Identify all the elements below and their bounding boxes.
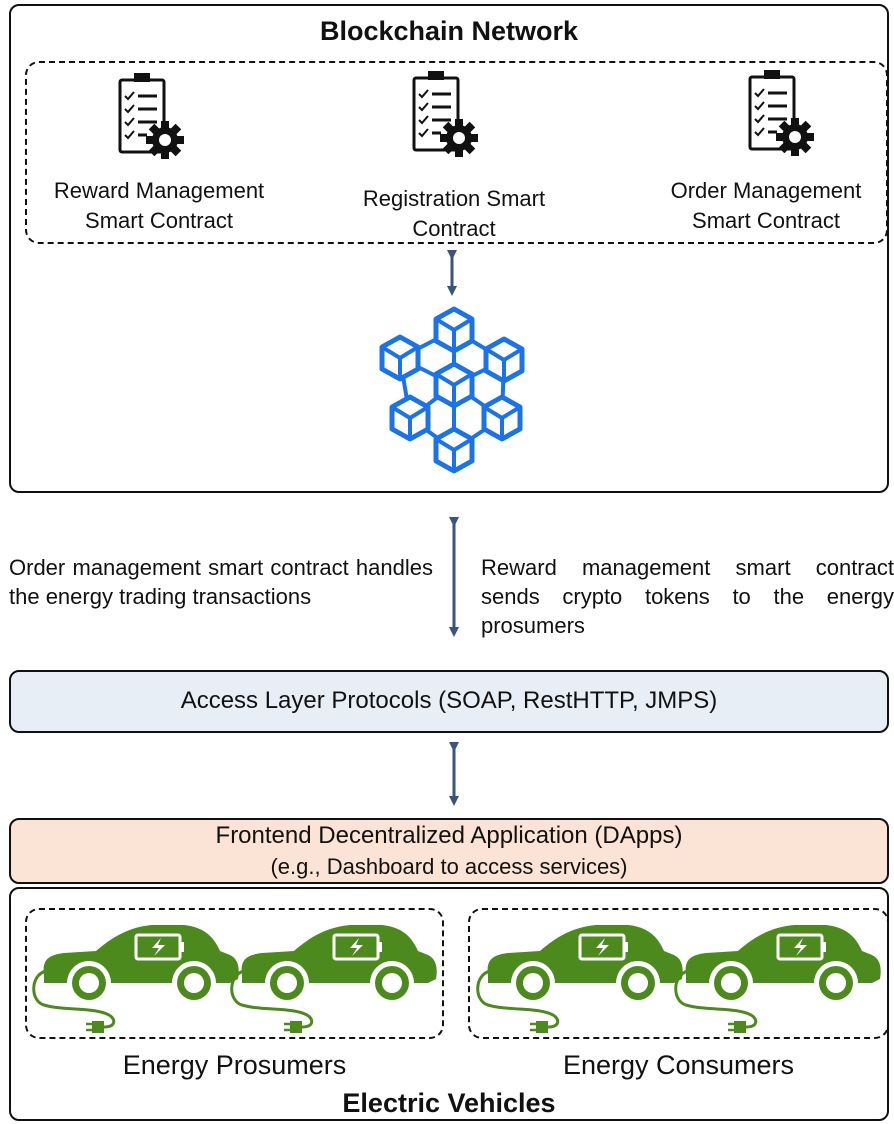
double-arrow: [447, 250, 457, 296]
energy-prosumers-group: [25, 908, 444, 1039]
access-layer-box: [9, 670, 889, 733]
reward-management-contract-label: Reward Management Smart Contract: [53, 178, 265, 233]
order-management-note: Order management smart contract handles …: [9, 555, 433, 609]
blockchain-network-title: Blockchain Network: [319, 16, 579, 46]
order-management-contract-label: Order Management Smart Contract: [670, 178, 862, 233]
registration-contract-label: Registration Smart Contract: [362, 186, 546, 241]
frontend-dapps-box: [9, 818, 889, 884]
blockchain-network-panel: [9, 4, 889, 493]
checklist-gear-icon: [118, 71, 186, 161]
frontend-dapps-subtitle: (e.g., Dashboard to access services): [270, 854, 628, 879]
electric-car-charging-icon: [32, 923, 241, 1035]
frontend-dapps-title: Frontend Decentralized Application (DApp…: [215, 822, 683, 849]
energy-prosumers-label: Energy Prosumers: [122, 1050, 347, 1080]
blockchain-cubes-icon: [370, 300, 540, 480]
energy-consumers-label: Energy Consumers: [562, 1050, 795, 1080]
double-arrow: [449, 742, 459, 806]
checklist-gear-icon: [412, 69, 480, 159]
reward-management-note: Reward management smart contract sends c…: [481, 555, 894, 638]
checklist-gear-icon: [748, 68, 816, 158]
electric-car-charging-icon: [674, 923, 883, 1035]
electric-car-charging-icon: [476, 923, 685, 1035]
access-layer-label: Access Layer Protocols (SOAP, RestHTTP, …: [180, 687, 718, 714]
smart-contracts-group: [25, 61, 888, 244]
double-arrow: [449, 517, 459, 637]
electric-car-charging-icon: [230, 923, 439, 1035]
energy-consumers-group: [468, 908, 889, 1039]
electric-vehicles-title: Electric Vehicles: [342, 1088, 556, 1118]
